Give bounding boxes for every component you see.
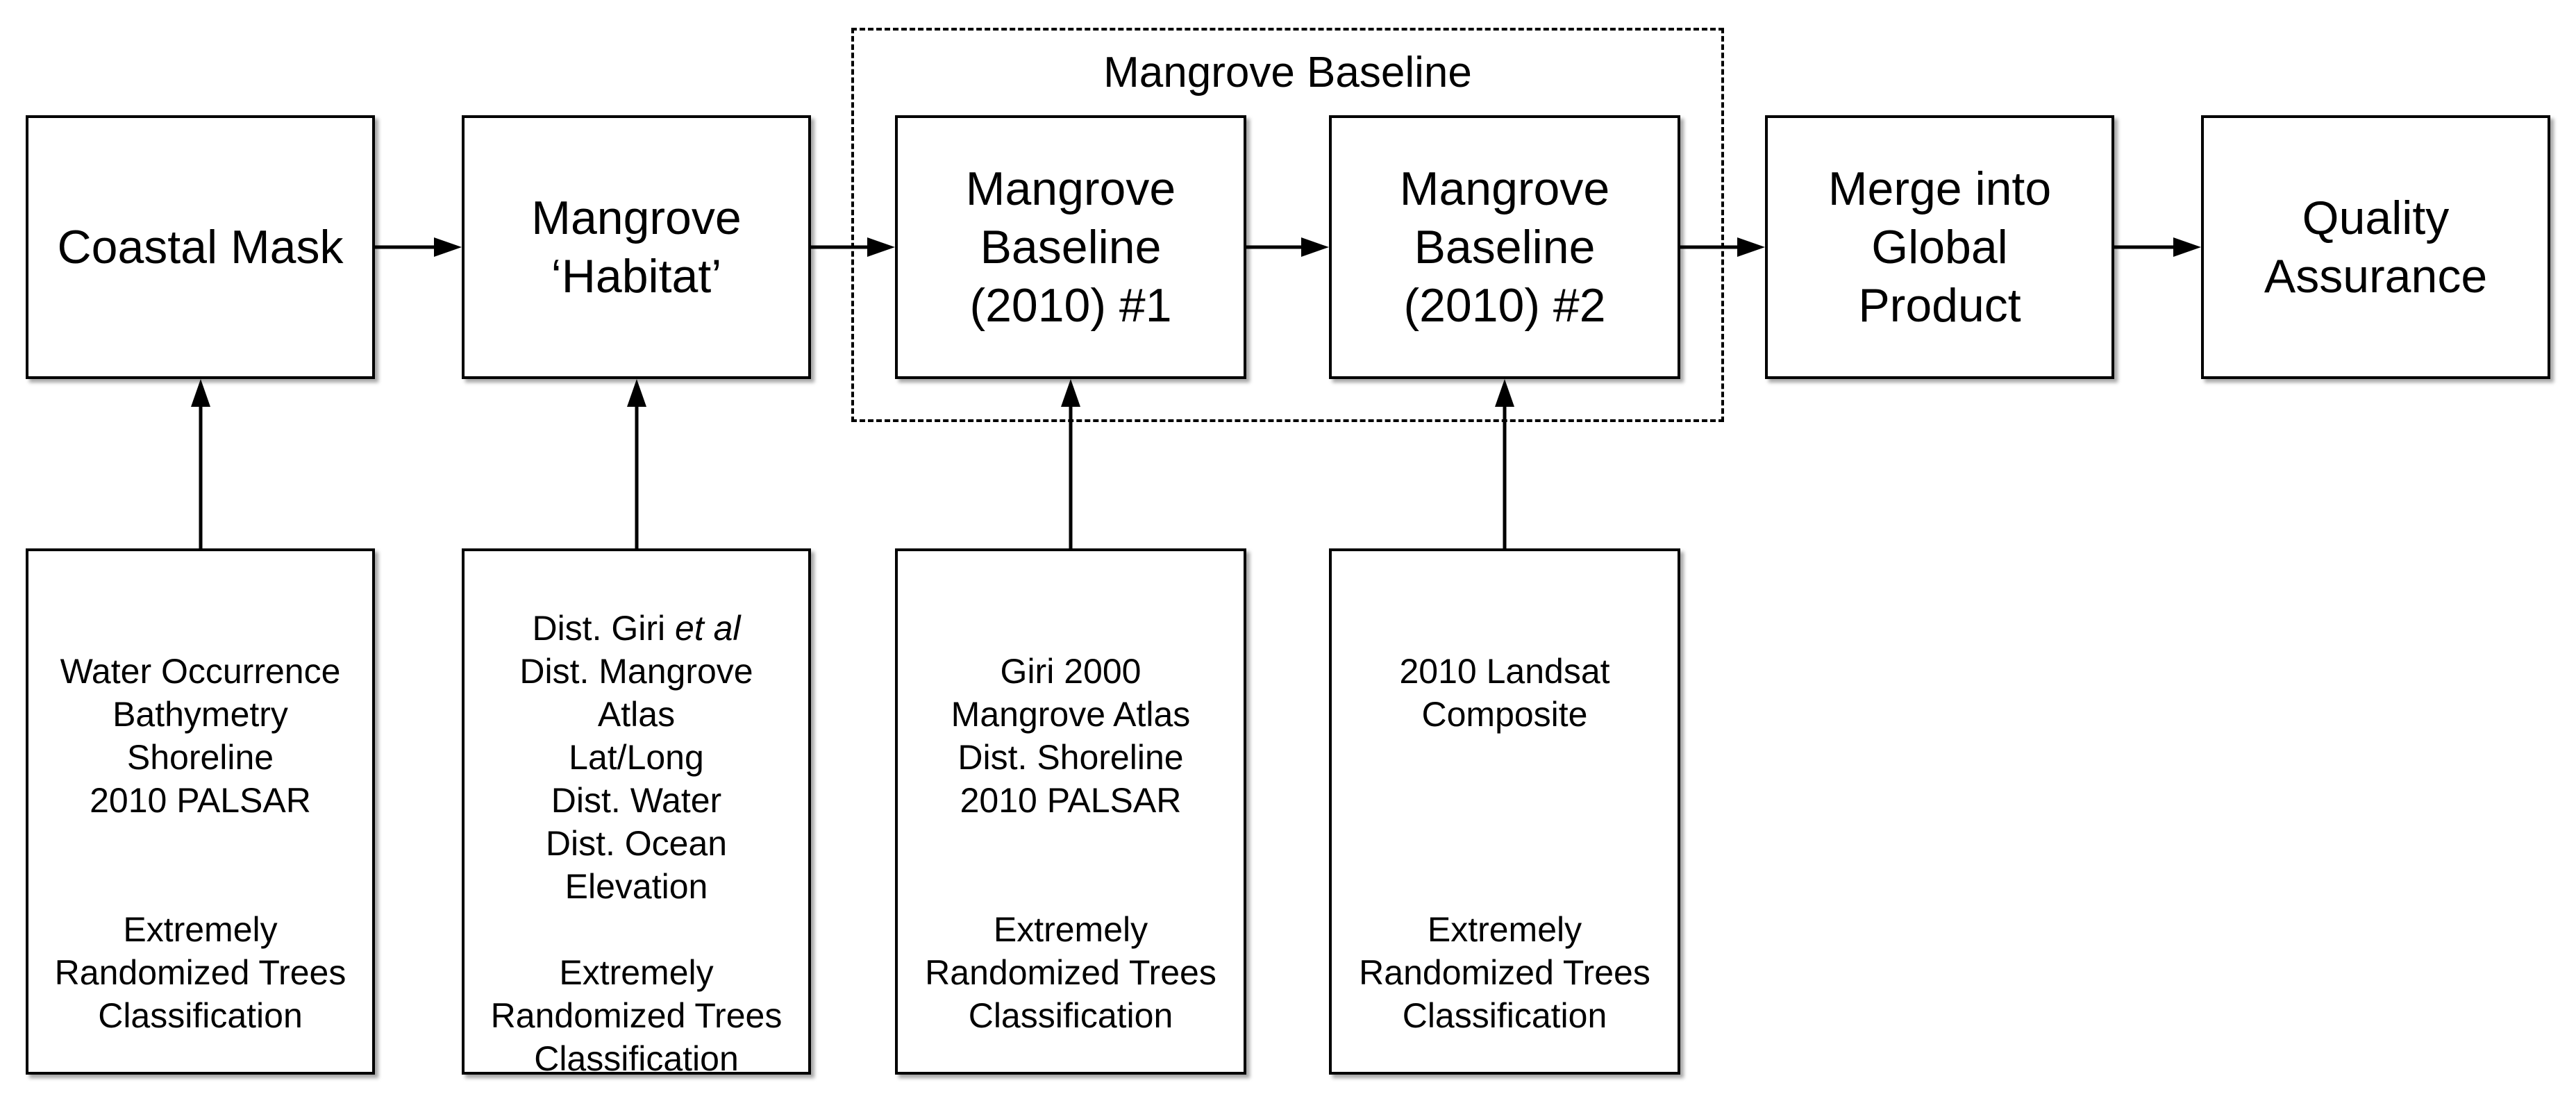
- baseline-1-inputs-box: Giri 2000 Mangrove Atlas Dist. Shoreline…: [895, 548, 1246, 1075]
- mangrove-baseline-2-box: Mangrove Baseline (2010) #2: [1329, 115, 1680, 379]
- input-line: Composite: [1421, 695, 1588, 734]
- classifier-line: Randomized Trees: [54, 953, 346, 992]
- arrowhead: [434, 237, 462, 257]
- arrowhead: [627, 379, 646, 407]
- quality-assurance-box: Quality Assurance: [2201, 115, 2550, 379]
- mangrove-baseline-1-box: Mangrove Baseline (2010) #1: [895, 115, 1246, 379]
- input-line: Dist. Mangrove: [519, 652, 753, 691]
- classifier-line: Classification: [1402, 996, 1607, 1035]
- stage-line: Mangrove: [965, 162, 1176, 215]
- classifier-line: Randomized Trees: [1359, 953, 1650, 992]
- classifier-line: Classification: [968, 996, 1173, 1035]
- input-line: Mangrove Atlas: [951, 695, 1191, 734]
- stage-line: Product: [1858, 279, 2021, 332]
- input-line: 2010 PALSAR: [90, 781, 311, 820]
- input-line: 2010 PALSAR: [960, 781, 1182, 820]
- stage-line: Mangrove: [1399, 162, 1610, 215]
- arrowhead: [191, 379, 210, 407]
- stage-line: Baseline: [980, 221, 1162, 274]
- mangrove-habitat-box: Mangrove ‘Habitat’: [462, 115, 811, 379]
- classifier-line: Randomized Trees: [490, 996, 783, 1035]
- input-line: Shoreline: [126, 738, 274, 777]
- input-line: Water Occurrence: [60, 652, 341, 691]
- arrowhead: [1061, 379, 1080, 407]
- input-line-prefix: Dist. Giri: [532, 609, 676, 648]
- classifier-line: Extremely: [559, 953, 714, 992]
- classifier-line: Extremely: [1427, 910, 1582, 949]
- stage-line: Assurance: [2264, 250, 2488, 303]
- input-line: Bathymetry: [112, 695, 288, 734]
- stage-line: Baseline: [1414, 221, 1596, 274]
- classifier-line: Extremely: [993, 910, 1148, 949]
- stage-line: Merge into: [1828, 162, 2052, 215]
- arrowhead: [867, 237, 895, 257]
- input-line: Dist. Ocean: [545, 824, 728, 863]
- arrowhead: [2173, 237, 2201, 257]
- stage-line: Quality: [2302, 192, 2450, 244]
- input-line: Dist. Shoreline: [957, 738, 1184, 777]
- input-line-italic: et al: [675, 609, 741, 648]
- coastal-mask-inputs-box: Water Occurrence Bathymetry Shoreline 20…: [26, 548, 375, 1075]
- input-line: 2010 Landsat: [1399, 652, 1610, 691]
- habitat-inputs-box: Dist. Giri et al Dist. Mangrove Atlas La…: [462, 548, 811, 1078]
- stage-line: ‘Habitat’: [551, 250, 722, 303]
- input-line: Lat/Long: [569, 738, 704, 777]
- arrowhead: [1301, 237, 1329, 257]
- classifier-line: Randomized Trees: [925, 953, 1216, 992]
- merge-global-product-box: Merge into Global Product: [1765, 115, 2114, 379]
- input-line: Atlas: [597, 695, 676, 734]
- input-line: Dist. Water: [551, 781, 722, 820]
- classifier-line: Classification: [98, 996, 303, 1035]
- stage-line: Global: [1871, 221, 2008, 274]
- group-label: Mangrove Baseline: [1103, 49, 1472, 96]
- stage-line: (2010) #1: [969, 279, 1172, 332]
- input-line: Giri 2000: [1000, 652, 1141, 691]
- input-line: Dist. Giri et al: [465, 607, 808, 650]
- arrowhead: [1495, 379, 1514, 407]
- mangrove-baseline-group: [851, 28, 1724, 422]
- baseline-2-inputs-box: 2010 Landsat Composite Extremely Randomi…: [1329, 548, 1680, 1075]
- classifier-line: Classification: [534, 1039, 739, 1078]
- classifier-line: Extremely: [123, 910, 278, 949]
- stage-line: Mangrove: [531, 192, 742, 244]
- coastal-mask-box: Coastal Mask: [26, 115, 375, 379]
- input-line: Elevation: [564, 867, 708, 906]
- stage-line: (2010) #2: [1403, 279, 1606, 332]
- stage-line: Coastal Mask: [57, 221, 344, 274]
- arrowhead: [1737, 237, 1765, 257]
